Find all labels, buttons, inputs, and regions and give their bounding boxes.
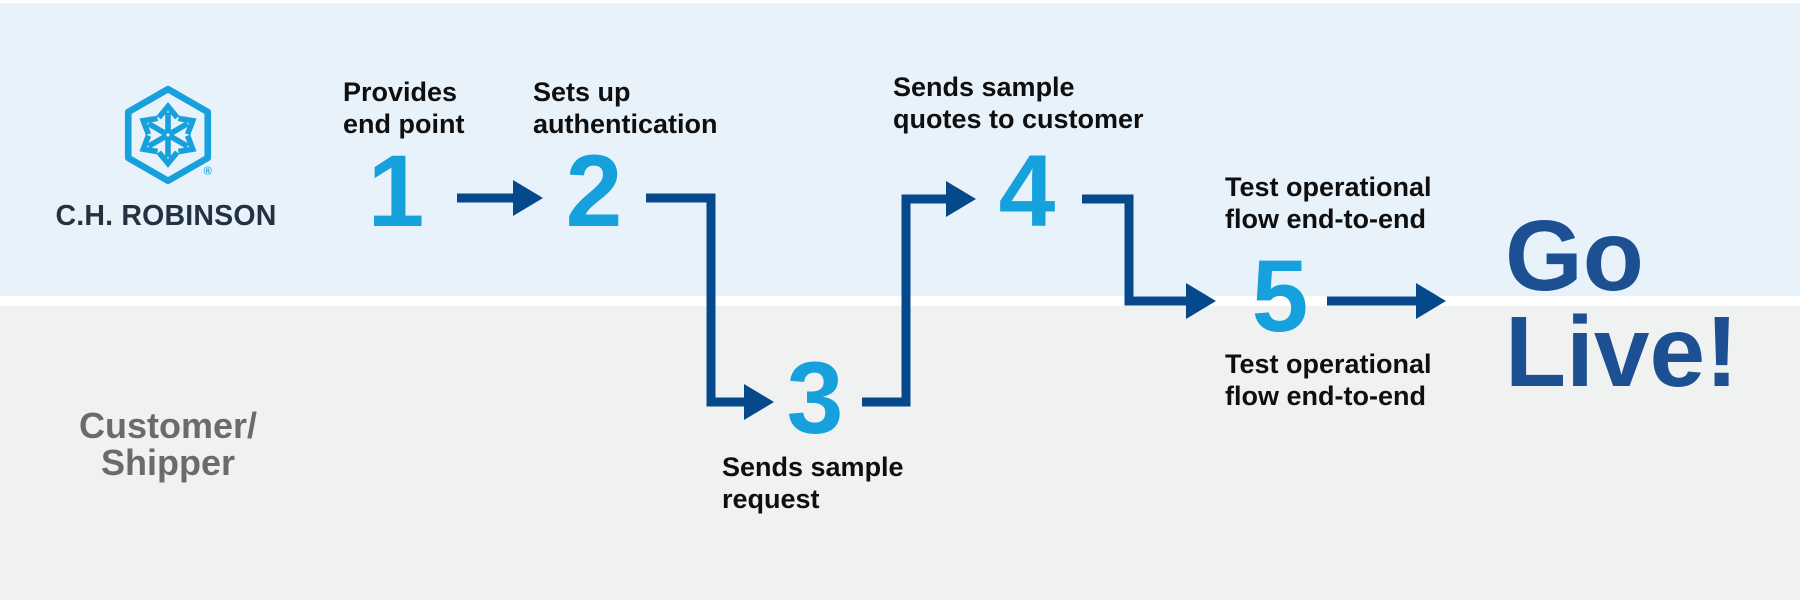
step4-label-line1: Sends sample (893, 72, 1075, 102)
brand-wordmark: C.H. ROBINSON (55, 200, 277, 232)
arrow-step3-to-step4 (862, 181, 976, 407)
step1-label-line2: end point (343, 109, 465, 139)
step3-label-line2: request (722, 484, 820, 514)
arrow-step5-to-golive (1327, 283, 1446, 319)
step5-label-below: Test operational flow end-to-end (1225, 348, 1432, 412)
step3-number: 3 (786, 341, 844, 455)
go-live-line2: Live! (1505, 296, 1739, 408)
step4-label: Sends sample quotes to customer (893, 71, 1144, 135)
step2-number: 2 (565, 134, 623, 248)
arrow-step1-to-step2 (457, 180, 543, 216)
lane-label-line1: Customer/ (78, 405, 258, 446)
step3-label-line1: Sends sample (722, 452, 904, 482)
step4-number: 4 (998, 134, 1056, 248)
registered-trademark-symbol: ® (204, 166, 213, 178)
step1-number: 1 (367, 134, 425, 248)
step5-label-above: Test operational flow end-to-end (1225, 171, 1432, 235)
go-live-text: Go Live! (1505, 200, 1739, 408)
lane-chrobinson (0, 3, 1800, 296)
arrow-step2-to-step3 (646, 193, 774, 420)
step2-label-line1: Sets up (533, 77, 631, 107)
lane-customer-shipper (0, 306, 1800, 600)
step1-label-line1: Provides (343, 77, 458, 107)
lane-label-line2: Shipper (100, 442, 235, 483)
step1-label: Provides end point (343, 76, 464, 140)
step5-label-below-line1: Test operational (1225, 349, 1432, 379)
step5-label-above-line2: flow end-to-end (1225, 204, 1426, 234)
step2-label-line2: authentication (533, 109, 718, 139)
step3-label: Sends sample request (722, 451, 904, 515)
step5-number: 5 (1251, 239, 1309, 353)
lane-label-customer-shipper: Customer/ Shipper (40, 407, 296, 481)
step2-label: Sets up authentication (533, 76, 718, 140)
go-live-line1: Go (1505, 200, 1644, 312)
step5-label-below-line2: flow end-to-end (1225, 381, 1426, 411)
chr-logo-hexagon-arrows-icon: ® (124, 85, 213, 185)
arrow-step4-to-step5 (1082, 194, 1216, 319)
step4-label-line2: quotes to customer (893, 104, 1144, 134)
step5-label-above-line1: Test operational (1225, 172, 1432, 202)
